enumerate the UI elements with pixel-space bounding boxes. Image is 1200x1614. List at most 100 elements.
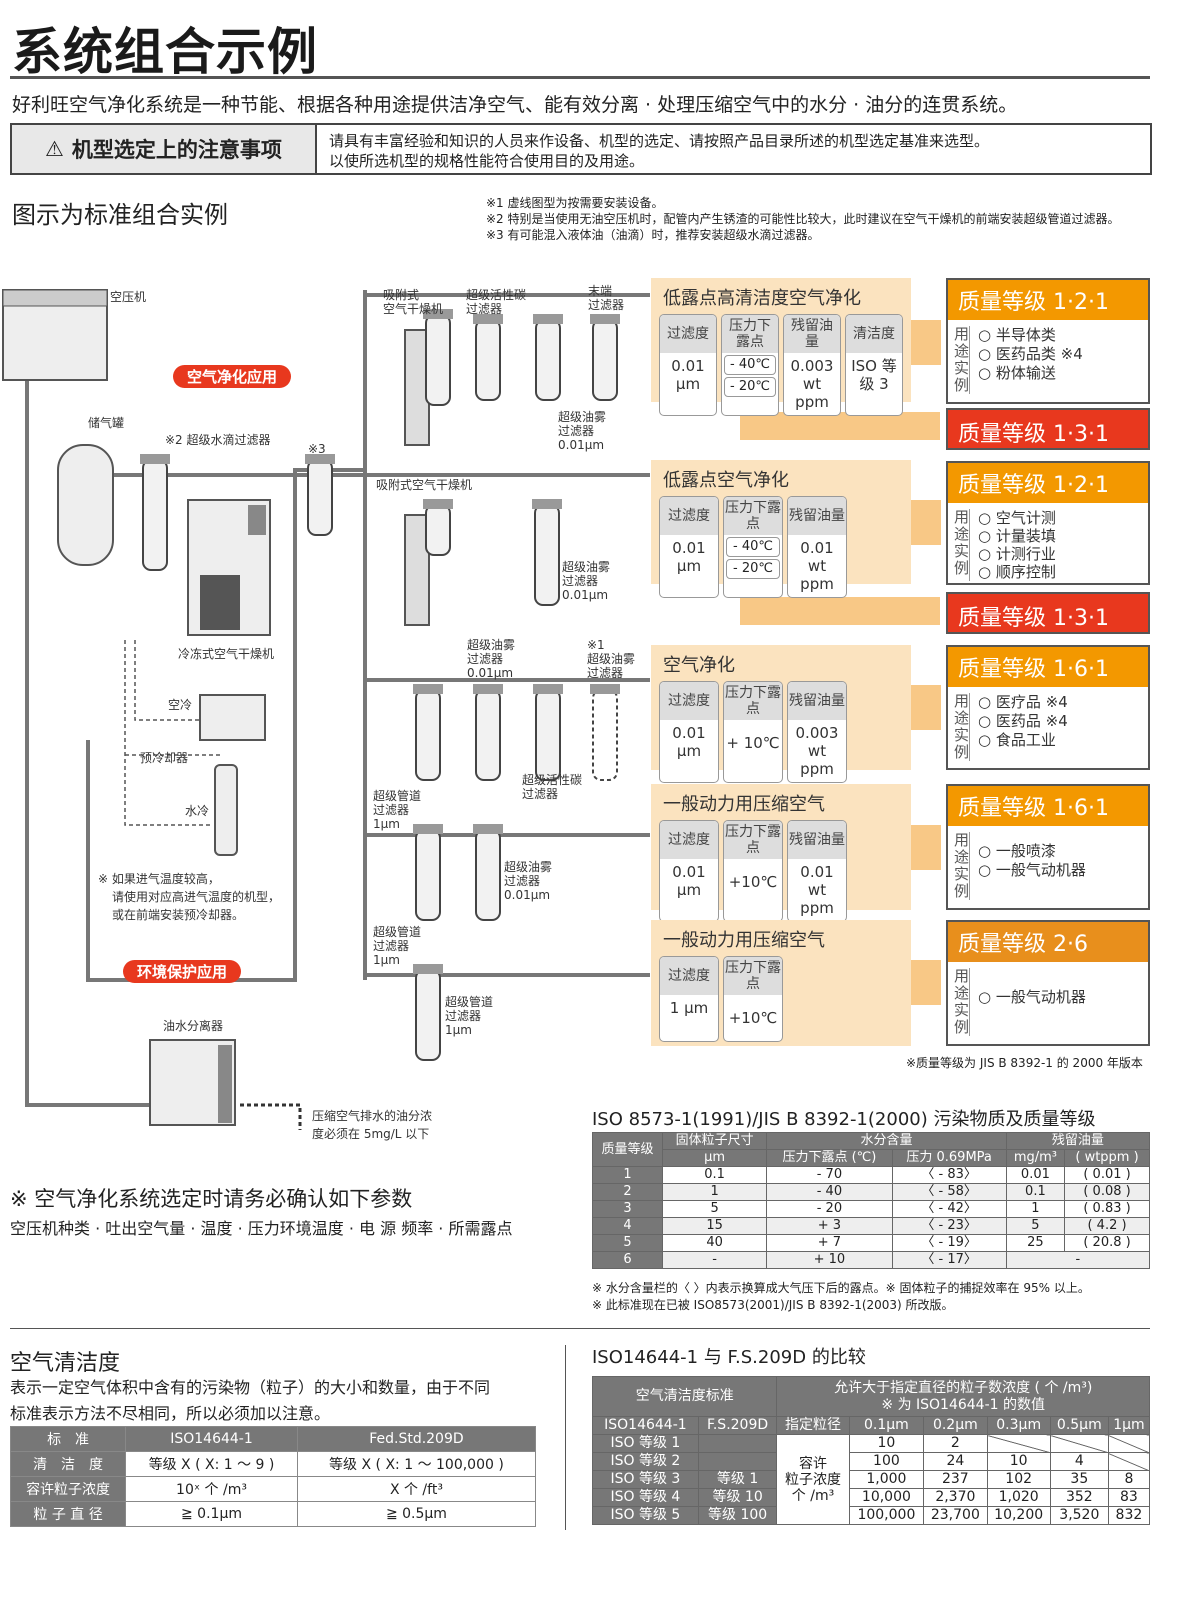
params-text: 空压机种类 · 吐出空气量 · 温度 · 压力环境温度 · 电 源 频率 · 所…: [10, 1219, 513, 1238]
table-cell: 1,020: [986, 1488, 1051, 1507]
filter-unit: [534, 504, 560, 606]
table-cell: 容许 粒子浓度 个 /m³: [776, 1434, 850, 1525]
system-diagram: [2, 289, 650, 1130]
table-cell: ( 20.8 ): [1064, 1234, 1150, 1252]
arrow: [740, 597, 940, 625]
label-ref-dryer: 冷冻式空气干燥机: [178, 647, 275, 661]
table-cell: 83: [1107, 1488, 1151, 1507]
table-cell: ISO 等级 1: [592, 1434, 699, 1453]
arrow: [911, 500, 941, 545]
table-cell: X 个 /ft³: [296, 1476, 537, 1502]
filter-unit: [475, 319, 501, 401]
filter-head: [532, 499, 562, 509]
table-cell: 25: [1005, 1234, 1066, 1252]
label-air-cool: 空冷: [168, 698, 193, 712]
table-cell: 2,370: [923, 1488, 988, 1507]
table-cell: 4: [592, 1217, 663, 1235]
filter-head: [533, 684, 563, 694]
grade-box-red-2: 质量等级 1·3·1: [946, 592, 1150, 634]
table-row: 粒 子 直 径≧ 0.1μm≧ 0.5μm: [9, 1501, 537, 1527]
label: 超级油雾 过滤器 0.01μm: [504, 860, 553, 902]
table-cell: 0.5μm: [1049, 1416, 1109, 1435]
label: 超级油雾 过滤器 0.01μm: [467, 638, 516, 680]
filter-unit: [142, 459, 168, 571]
table-cell: 3: [592, 1200, 663, 1218]
notice-line: 请具有丰富经验和知识的人员来作设备、机型的选定、请按照产品目录所述的机型选定基准…: [329, 132, 990, 150]
iso8573-title: ISO 8573-1(1991)/JIS B 8392-1(2000) 污染物质…: [592, 1109, 1096, 1130]
label: 超级油雾 过滤器 0.01μm: [562, 560, 611, 602]
panel-title: 低露点高清洁度空气净化: [663, 288, 861, 309]
table-cell: 〈 - 42〉: [891, 1200, 1007, 1218]
water-cooler: [214, 764, 238, 856]
air-cooler: [199, 694, 266, 741]
table-cell: 清 洁 度: [9, 1451, 127, 1477]
label: ※1 超级油雾 过滤器: [587, 638, 636, 680]
cleanliness-title: 空气清洁度: [10, 1351, 121, 1376]
label: 超级活性碳 过滤器: [466, 288, 527, 316]
adsorption-dryer-2: [404, 514, 430, 626]
filter-unit: [415, 829, 441, 921]
table-cell: 1: [661, 1183, 768, 1201]
table-cell: 35: [1049, 1470, 1109, 1489]
table-cell: 等级 X ( X: 1 ～ 100,000 ): [296, 1451, 537, 1477]
table-cell: 6: [592, 1251, 663, 1269]
filter-head: [423, 309, 453, 319]
table-cell: 1: [1005, 1200, 1066, 1218]
title-rule: [10, 76, 1150, 79]
table-cell: ( 0.01 ): [1064, 1166, 1150, 1184]
params-title: ※ 空气净化系统选定时请务必确认如下参数: [10, 1187, 413, 1211]
label-tank: 储气罐: [88, 416, 125, 430]
table-cell: 〈 - 23〉: [891, 1217, 1007, 1235]
label-drain-note: 压缩空气排水的油分浓度必须在 5mg/L 以下: [312, 1109, 433, 1141]
arrow: [911, 320, 941, 365]
drain-line: [240, 1103, 302, 1130]
table-cell: + 10: [766, 1251, 893, 1269]
filter-unit: [592, 319, 618, 401]
table-cell: 15: [661, 1217, 768, 1235]
table-cell: + 3: [766, 1217, 893, 1235]
label: 超级活性碳 过滤器: [522, 773, 583, 801]
table-cell: 〈 - 19〉: [891, 1234, 1007, 1252]
precooler-piping: [124, 640, 220, 826]
table-cell: ISO 等级 3: [592, 1470, 699, 1489]
filter-head: [590, 314, 620, 324]
table-cell: 1,000: [848, 1470, 925, 1489]
table-cell: ( 4.2 ): [1064, 1217, 1150, 1235]
table-cell: [697, 1434, 778, 1453]
warning-icon: ⚠: [45, 137, 64, 161]
cleanliness-text: 表示一定空气体积中含有的污染物（粒子）的大小和数量，由于不同标准表示方法不尽相同…: [10, 1378, 491, 1423]
table-cell: - 70: [766, 1166, 893, 1184]
table-cell: 23,700: [923, 1506, 988, 1525]
optional-filter: [592, 689, 618, 781]
table-cell: 8: [1107, 1470, 1151, 1489]
table-cell: [697, 1452, 778, 1471]
label-note3: ※3: [308, 442, 326, 456]
table-cell: 0.1: [1005, 1183, 1066, 1201]
table-cell: 0.2μm: [923, 1416, 988, 1435]
filter-unit: [415, 689, 441, 781]
table-cell: - 20: [766, 1200, 893, 1218]
page-title: 系统组合示例: [12, 23, 318, 81]
table-cell: 832: [1107, 1506, 1151, 1525]
grade-box-red-1: 质量等级 1·3·1: [946, 408, 1150, 450]
panel-title: 一般动力用压缩空气: [663, 794, 825, 815]
label: 超级管道 过滤器 1μm: [445, 995, 494, 1037]
table-cell: 容许粒子浓度: [9, 1476, 127, 1502]
table-cell: 0.1μm: [848, 1416, 925, 1435]
diagram-notes: ※1 虚线图型为按需要安装设备。 ※2 特别是当使用无油空压机时，配管内产生锈渣…: [486, 195, 1120, 243]
table-cell: -: [1005, 1251, 1151, 1269]
table-cell: 10ˣ 个 /m³: [125, 1476, 298, 1502]
